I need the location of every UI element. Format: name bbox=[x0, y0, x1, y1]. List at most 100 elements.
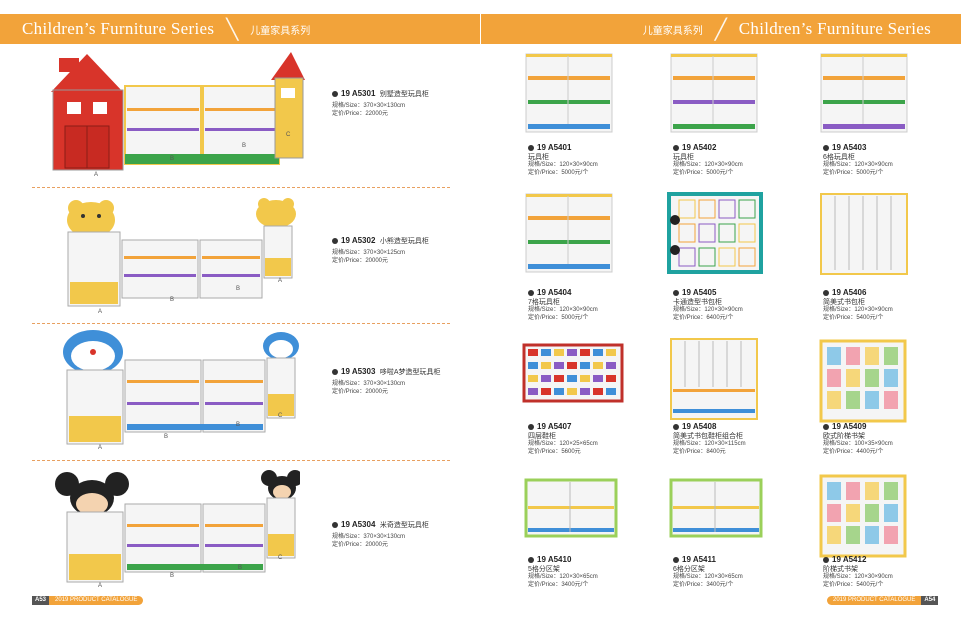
part-label: A bbox=[98, 583, 103, 589]
product-image bbox=[819, 474, 907, 558]
product-price: 定价/Price：3400元/个 bbox=[528, 582, 589, 589]
product-image-a5302 bbox=[67, 198, 296, 307]
part-label: A bbox=[98, 445, 103, 451]
product-name: 哆啦A梦造型玩具柜 bbox=[379, 369, 441, 376]
part-label: B bbox=[236, 422, 241, 428]
product-size: 规格/Size：120×30×90cm bbox=[528, 162, 598, 169]
part-label: B bbox=[164, 434, 169, 440]
product-price: 定价/Price：5400元/个 bbox=[823, 582, 884, 589]
product-code: 19 A5302 bbox=[341, 236, 376, 245]
header-right: 儿童家具系列 ╱ Children’s Furniture Series bbox=[481, 14, 961, 44]
product-image bbox=[820, 193, 908, 275]
product-code: 19 A5304 bbox=[341, 520, 376, 529]
page-number: A54 bbox=[921, 596, 939, 605]
catalogue-label: 2019 PRODUCT CATALOGUE bbox=[827, 596, 922, 605]
bullet-icon bbox=[332, 521, 338, 528]
product-price: 定价/Price：3400元/个 bbox=[673, 582, 734, 589]
bullet-icon bbox=[823, 289, 829, 296]
part-label: B bbox=[242, 143, 247, 149]
product-price: 定价/Price：5000元/个 bbox=[673, 170, 734, 177]
part-label: A bbox=[278, 278, 283, 284]
product-image bbox=[667, 192, 763, 274]
product-name: 简美式书包鞋柜组合柜 bbox=[673, 433, 743, 441]
product-code: 19 A5406 bbox=[832, 288, 867, 297]
product-code: 19 A5402 bbox=[682, 143, 717, 152]
bullet-icon bbox=[673, 144, 679, 151]
product-info: 19 A5302 小熊造型玩具柜 规格/Size：370×30×125cm 定价… bbox=[332, 229, 429, 265]
bullet-icon bbox=[673, 556, 679, 563]
product-price: 定价/Price：22000元 bbox=[332, 110, 389, 117]
header-left: Children’s Furniture Series ╲ 儿童家具系列 bbox=[0, 14, 480, 44]
product-size: 规格/Size：370×30×130cm bbox=[332, 380, 406, 387]
product-image-a5304 bbox=[55, 470, 300, 583]
product-size: 规格/Size：120×30×65cm bbox=[673, 574, 743, 581]
product-code: 19 A5412 bbox=[832, 555, 867, 564]
product-image bbox=[670, 338, 758, 420]
part-label: A bbox=[94, 172, 99, 178]
product-price: 定价/Price：20000元 bbox=[332, 541, 389, 548]
product-size: 规格/Size：120×30×90cm bbox=[823, 162, 893, 169]
product-price: 定价/Price：5000元/个 bbox=[528, 170, 589, 177]
product-size: 规格/Size：120×30×90cm bbox=[823, 574, 893, 581]
bullet-icon bbox=[673, 289, 679, 296]
bullet-icon bbox=[332, 368, 338, 375]
product-price: 定价/Price：5600元 bbox=[528, 449, 581, 456]
product-name: 7格玩具柜 bbox=[528, 299, 560, 307]
bullet-icon bbox=[673, 423, 679, 430]
bullet-icon bbox=[823, 144, 829, 151]
product-image bbox=[669, 478, 763, 538]
product-size: 规格/Size：370×30×130cm bbox=[332, 533, 406, 540]
series-title-cn: 儿童家具系列 bbox=[250, 25, 311, 37]
part-label: B bbox=[236, 286, 241, 292]
product-code: 19 A5407 bbox=[537, 422, 572, 431]
divider bbox=[32, 323, 450, 324]
product-name: 玩具柜 bbox=[673, 154, 694, 162]
product-price: 定价/Price：8400元 bbox=[673, 449, 726, 456]
header-divider: ╱ bbox=[714, 18, 727, 41]
product-name: 卡通造型书包柜 bbox=[673, 299, 722, 307]
product-name: 米奇造型玩具柜 bbox=[379, 522, 429, 529]
part-label: C bbox=[278, 555, 283, 561]
product-name: 6格分区架 bbox=[673, 566, 705, 574]
footer-left: A53 2019 PRODUCT CATALOGUE bbox=[32, 596, 144, 605]
bullet-icon bbox=[528, 144, 534, 151]
bullet-icon bbox=[823, 423, 829, 430]
product-image-a5303 bbox=[63, 330, 299, 445]
series-title-en: Children’s Furniture Series bbox=[738, 19, 931, 38]
header-divider: ╲ bbox=[226, 18, 239, 41]
product-code: 19 A5303 bbox=[341, 367, 376, 376]
product-name: 阶梯式书架 bbox=[823, 566, 858, 574]
product-size: 规格/Size：120×30×90cm bbox=[673, 307, 743, 314]
divider bbox=[32, 460, 450, 461]
product-price: 定价/Price：5000元/个 bbox=[823, 170, 884, 177]
product-image bbox=[525, 53, 613, 133]
product-name: 别墅造型玩具柜 bbox=[379, 91, 429, 98]
divider bbox=[32, 187, 450, 188]
part-label: B bbox=[170, 156, 175, 162]
product-price: 定价/Price：6400元/个 bbox=[673, 315, 734, 322]
product-code: 19 A5403 bbox=[832, 143, 867, 152]
product-code: 19 A5405 bbox=[682, 288, 717, 297]
product-image-a5301 bbox=[51, 52, 305, 171]
product-info: 19 A5303 哆啦A梦造型玩具柜 规格/Size：370×30×130cm … bbox=[332, 360, 441, 396]
product-size: 规格/Size：370×30×125cm bbox=[332, 249, 406, 256]
product-code: 19 A5404 bbox=[537, 288, 572, 297]
footer-right: 2019 PRODUCT CATALOGUE A54 bbox=[827, 596, 939, 605]
product-code: 19 A5410 bbox=[537, 555, 572, 564]
bullet-icon bbox=[528, 556, 534, 563]
product-info: 19 A5304 米奇造型玩具柜 规格/Size：370×30×130cm 定价… bbox=[332, 513, 429, 549]
product-name: 小熊造型玩具柜 bbox=[379, 238, 429, 245]
product-size: 规格/Size：120×25×65cm bbox=[528, 441, 598, 448]
part-label: C bbox=[278, 413, 283, 419]
product-image bbox=[820, 53, 908, 133]
product-price: 定价/Price：4400元/个 bbox=[823, 449, 884, 456]
product-code: 19 A5401 bbox=[537, 143, 572, 152]
product-size: 规格/Size：120×30×65cm bbox=[528, 574, 598, 581]
